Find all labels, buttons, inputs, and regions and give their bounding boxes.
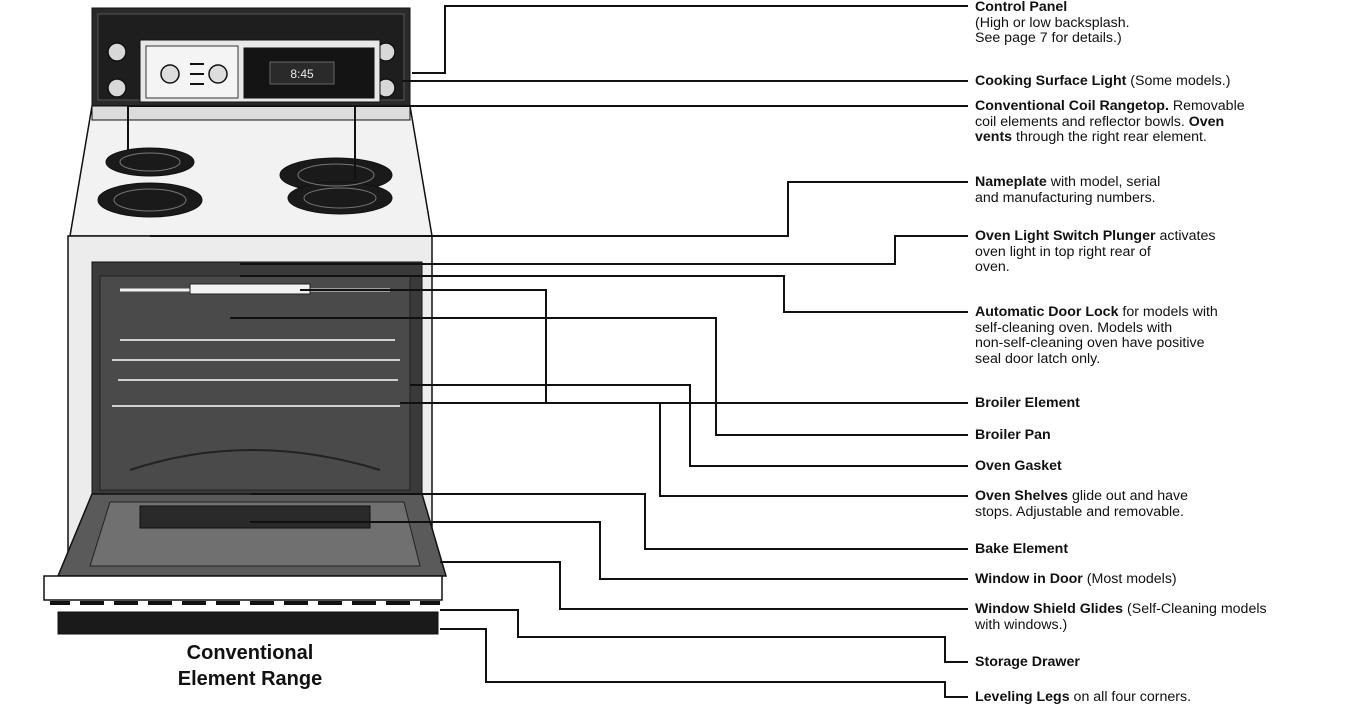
callout-title: Window Shield Glides xyxy=(975,601,1123,617)
callout-bold-inline: Oven xyxy=(1189,114,1224,130)
callout-storage-drawer: Storage Drawer xyxy=(975,655,1360,671)
callout-rangetop: Conventional Coil Rangetop. Removable co… xyxy=(975,99,1360,146)
callout-title: Nameplate xyxy=(975,174,1047,190)
clock-display: 8:45 xyxy=(290,67,314,81)
callout-line: oven. xyxy=(975,260,1360,276)
callout-title: Automatic Door Lock xyxy=(975,304,1118,320)
callout-line: vents through the right rear element. xyxy=(975,130,1360,146)
callout-line: and manufacturing numbers. xyxy=(975,191,1360,207)
callout-line: oven light in top right rear of xyxy=(975,245,1360,261)
callout-title: Oven Shelves xyxy=(975,488,1068,504)
callout-title: Control Panel xyxy=(975,0,1067,15)
leader-window-shield-glides xyxy=(440,562,968,609)
callout-window-in-door: Window in Door (Most models) xyxy=(975,572,1360,588)
callout-oven-shelves: Oven Shelves glide out and have stops. A… xyxy=(975,489,1360,520)
figure-caption: Conventional Element Range xyxy=(95,640,405,692)
range-body xyxy=(44,8,446,634)
callout-text: with model, serial xyxy=(1047,174,1161,190)
callout-door-lock: Automatic Door Lock for models with self… xyxy=(975,305,1360,367)
callout-line: non-self-cleaning oven have positive xyxy=(975,336,1360,352)
callout-text: on all four corners. xyxy=(1070,689,1191,705)
callout-line-text: through the right rear element. xyxy=(1012,129,1207,145)
callout-text: (Some models.) xyxy=(1126,73,1230,89)
leader-oven-gasket xyxy=(410,385,968,466)
callout-line: with windows.) xyxy=(975,618,1360,634)
callout-line: seal door latch only. xyxy=(975,352,1360,368)
callout-title: Window in Door xyxy=(975,571,1083,587)
callout-bake-element: Bake Element xyxy=(975,542,1360,558)
callout-text: (Self-Cleaning models xyxy=(1123,601,1267,617)
leader-storage-drawer xyxy=(440,610,968,662)
callout-title: Leveling Legs xyxy=(975,689,1070,705)
callout-text: Removable xyxy=(1169,98,1245,114)
leader-control-panel xyxy=(412,6,968,73)
callout-text: glide out and have xyxy=(1068,488,1188,504)
callout-control-panel: Control Panel (High or low backsplash. S… xyxy=(975,0,1360,47)
callout-line: See page 7 for details.) xyxy=(975,31,1360,47)
caption-line-1: Conventional xyxy=(95,640,405,666)
callout-line: stops. Adjustable and removable. xyxy=(975,505,1360,521)
callout-line: (High or low backsplash. xyxy=(975,16,1360,32)
callout-text: (Most models) xyxy=(1083,571,1177,587)
callout-cooking-surface-light: Cooking Surface Light (Some models.) xyxy=(975,74,1360,90)
callout-title: Broiler Element xyxy=(975,395,1080,411)
callout-broiler-element: Broiler Element xyxy=(975,396,1360,412)
callout-oven-light-switch: Oven Light Switch Plunger activates oven… xyxy=(975,229,1360,276)
callout-leveling-legs: Leveling Legs on all four corners. xyxy=(975,690,1360,706)
callout-bold-inline: vents xyxy=(975,129,1012,145)
callout-title: Oven Light Switch Plunger xyxy=(975,228,1156,244)
callout-line: coil elements and reflector bowls. Oven xyxy=(975,115,1360,131)
callout-title: Broiler Pan xyxy=(975,427,1051,443)
callout-title: Storage Drawer xyxy=(975,654,1080,670)
callout-line-text: coil elements and reflector bowls. xyxy=(975,114,1189,130)
callout-window-shield-glides: Window Shield Glides (Self-Cleaning mode… xyxy=(975,602,1360,633)
leader-oven-shelves xyxy=(400,403,968,496)
callout-nameplate: Nameplate with model, serial and manufac… xyxy=(975,175,1360,206)
caption-line-2: Element Range xyxy=(95,666,405,692)
callout-title: Cooking Surface Light xyxy=(975,73,1126,89)
callout-line: self-cleaning oven. Models with xyxy=(975,321,1360,337)
leader-leveling-legs xyxy=(440,629,968,697)
callout-text: activates xyxy=(1156,228,1216,244)
callout-title: Conventional Coil Rangetop. xyxy=(975,98,1169,114)
callout-broiler-pan: Broiler Pan xyxy=(975,428,1360,444)
callout-title: Oven Gasket xyxy=(975,458,1062,474)
callout-text: for models with xyxy=(1118,304,1217,320)
callout-title: Bake Element xyxy=(975,541,1068,557)
callout-oven-gasket: Oven Gasket xyxy=(975,459,1360,475)
